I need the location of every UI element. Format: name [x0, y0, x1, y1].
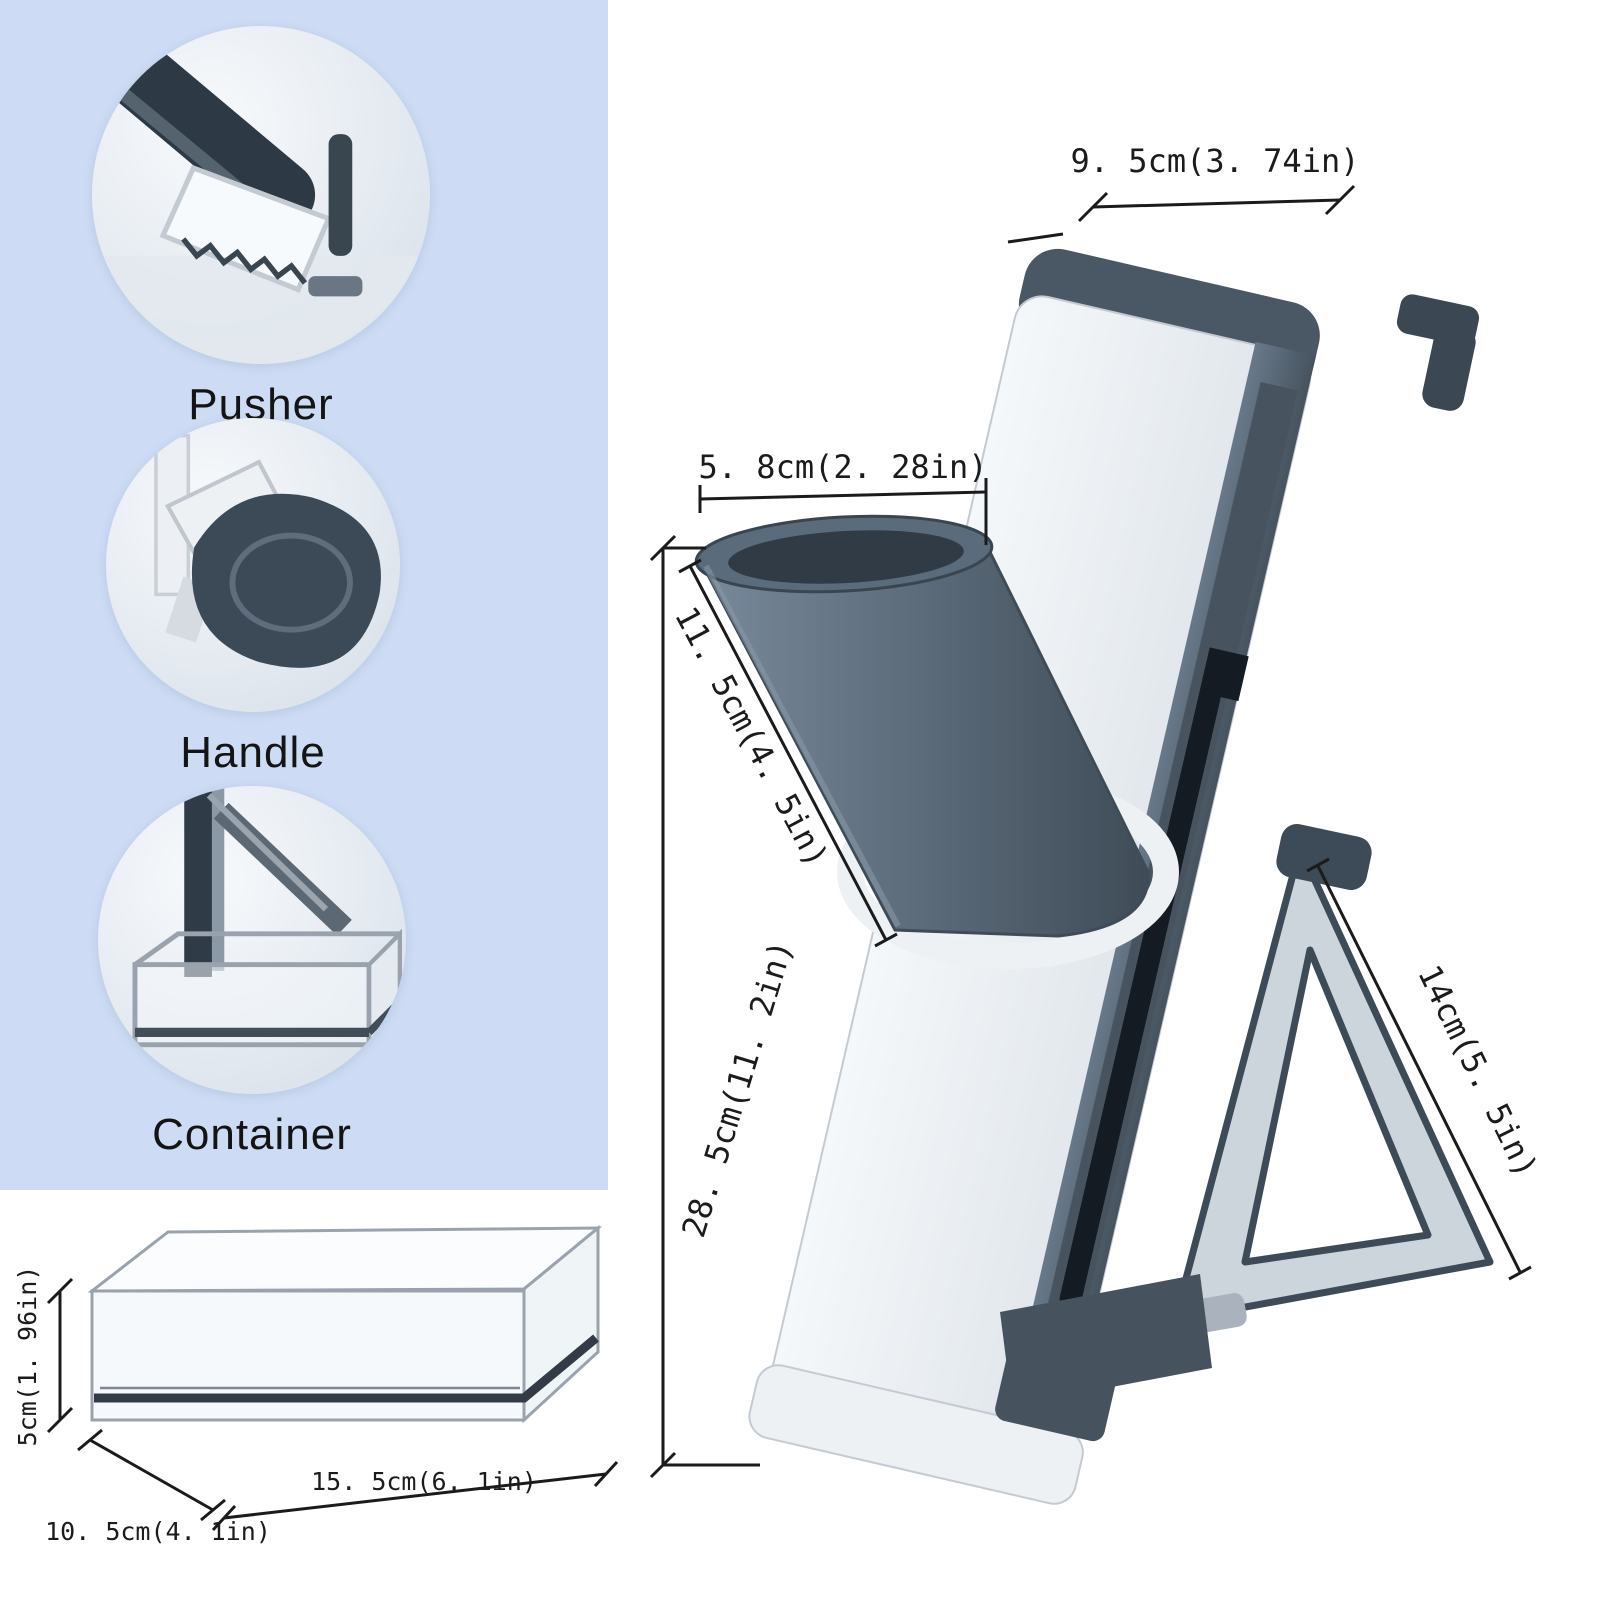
top-corner-extension-tick [1007, 232, 1064, 244]
height-dim-tick-top [46, 1277, 74, 1305]
stand-tick-bottom [1508, 1265, 1532, 1281]
top-width-dim-line [1092, 198, 1341, 209]
handle-photo [106, 418, 400, 712]
board-edge [184, 786, 212, 977]
width-dim-tick-left [211, 1504, 237, 1532]
height-dim-tick-bottom [46, 1406, 74, 1434]
tray-rim-back [133, 931, 400, 967]
width-dim-line [223, 1472, 607, 1520]
handle-label: Handle [180, 728, 326, 777]
container-label: Container [152, 1110, 352, 1159]
handle-grip-outline [229, 532, 353, 633]
container-base-band [94, 1334, 599, 1403]
hook-body [1422, 325, 1476, 411]
pusher-closeup-drawing [92, 26, 430, 364]
bottom-runner-band [1000, 1274, 1212, 1406]
top-width-tick-left [1077, 191, 1109, 223]
container-width-dimension: 15. 5cm(6. 1in) [211, 1460, 619, 1532]
body-height-tick-bottom [649, 1451, 677, 1479]
pusher-teeth [181, 237, 308, 285]
pusher-side-bar [328, 134, 353, 256]
pusher-clip [308, 276, 363, 297]
slicer-diagram: 9. 5cm(3. 74in) 5. 8cm(2. 28in) 11. 5cm(… [649, 142, 1546, 1505]
callout-pusher: Pusher [92, 26, 430, 430]
container-depth-dim-text: 10. 5cm(4. 1in) [45, 1517, 271, 1546]
depth-dim-tick-top [77, 1428, 103, 1452]
depth-dim-line [89, 1438, 214, 1512]
hopper-length-dim-line [688, 565, 888, 941]
container-width-dim-text: 15. 5cm(6. 1in) [311, 1467, 537, 1496]
kickstand-frame [1171, 844, 1494, 1324]
top-width-dimension: 9. 5cm(3. 74in) [1007, 142, 1360, 244]
blade-slot [1059, 647, 1249, 1310]
pusher-handle-rod [92, 26, 316, 229]
hopper-opening-dim-text: 5. 8cm(2. 28in) [699, 448, 988, 486]
handle-closeup-drawing [154, 433, 381, 668]
callout-handle: Handle [106, 418, 400, 778]
hopper-length-tick-top [678, 558, 702, 574]
stand-dim-line [1316, 865, 1522, 1273]
top-width-dim-text: 9. 5cm(3. 74in) [1071, 142, 1360, 180]
kickstand-hinge [1276, 824, 1372, 890]
stand-tick-top [1306, 857, 1330, 873]
container-top-rim [87, 1226, 603, 1293]
callout-container: Container [98, 786, 406, 1160]
container-depth-dimension: 10. 5cm(4. 1in) [45, 1428, 271, 1546]
body-base [748, 1364, 1084, 1505]
container-height-dim-text: 5cm(1. 96in) [13, 1266, 42, 1447]
hopper-opening-dimension: 5. 8cm(2. 28in) [698, 448, 988, 545]
pusher-clear-cap [159, 164, 332, 293]
callout-panel: Pusher Handle [0, 0, 608, 1190]
container-height-dimension: 5cm(1. 96in) [13, 1266, 74, 1447]
depth-dim-tick-bottom [200, 1498, 226, 1522]
stand-bar-edge [206, 793, 329, 912]
hopper-opening-dim-line [699, 490, 987, 501]
body-height-dim-text: 28. 5cm(11. 2in) [674, 936, 800, 1242]
hopper-cone [697, 546, 1150, 938]
container-closeup-drawing [132, 786, 403, 1051]
container-diagram: 5cm(1. 96in) 10. 5cm(4. 1in) 15. 5cm(6. … [13, 1224, 619, 1546]
container-photo [98, 786, 406, 1094]
width-dim-tick-right [593, 1460, 619, 1488]
hopper-edge-highlight [703, 564, 901, 928]
board-edge-highlight [211, 786, 225, 971]
kickstand [1167, 824, 1494, 1337]
feed-hopper [694, 514, 1150, 938]
hopper-length-tick-bottom [874, 932, 898, 948]
handle-grip [191, 493, 381, 668]
top-hook [1396, 294, 1480, 411]
body-height-tick-top [649, 534, 677, 562]
top-width-tick-right [1324, 184, 1356, 216]
pusher-photo [92, 26, 430, 364]
hopper-opening [728, 530, 964, 584]
